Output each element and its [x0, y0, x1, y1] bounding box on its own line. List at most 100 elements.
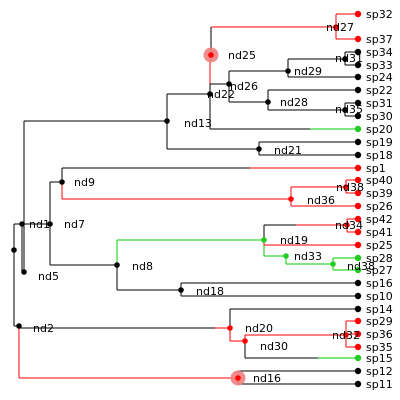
tip-dot-sp19: [354, 138, 362, 146]
tip-label-sp32: sp32: [366, 8, 393, 21]
tip-dot-sp11: [354, 380, 362, 388]
node-label-nd5: nd5: [38, 270, 59, 283]
node-label-nd8: nd8: [132, 260, 153, 273]
node-dot-nd29: [285, 68, 291, 74]
node-dot-root: [11, 247, 17, 253]
tip-label-sp29: sp29: [366, 315, 393, 328]
node-label-nd33: nd33: [294, 250, 322, 263]
node-dot-nd34: [344, 222, 350, 228]
node-label-nd38: nd38: [347, 260, 375, 273]
tip-label-sp35: sp35: [366, 341, 393, 354]
node-dot-nd5: [21, 269, 27, 275]
tip-label-sp30: sp30: [366, 110, 393, 123]
tip-label-sp27: sp27: [366, 264, 393, 277]
tip-label-sp22: sp22: [366, 84, 393, 97]
labels-layer: nd1nd2nd5nd7nd9nd36nd38nd8nd19nd34nd33nd…: [29, 8, 393, 391]
tip-dot-sp24: [354, 73, 362, 81]
tip-dot-sp37: [354, 35, 362, 43]
tip-label-sp10: sp10: [366, 290, 393, 303]
node-dot-nd19: [261, 237, 267, 243]
tip-dot-sp39: [354, 189, 362, 197]
node-dot-nd33: [283, 253, 289, 259]
node-label-nd38b: nd38: [336, 181, 364, 194]
node-label-nd26: nd26: [230, 80, 258, 93]
tip-label-sp14: sp14: [366, 303, 393, 316]
tip-dot-sp18: [354, 151, 362, 159]
tip-dot-sp26: [354, 202, 362, 210]
node-dot-nd8: [114, 262, 120, 268]
node-label-nd29: nd29: [294, 65, 322, 78]
node-label-nd20: nd20: [245, 322, 273, 335]
node-label-nd27: nd27: [326, 21, 354, 34]
tip-dot-sp10: [354, 292, 362, 300]
tip-dot-sp41: [354, 228, 362, 236]
tip-dot-sp15: [354, 354, 362, 362]
node-label-nd19: nd19: [280, 234, 308, 247]
node-dot-nd20: [227, 325, 233, 331]
node-label-nd36: nd36: [307, 194, 335, 207]
tip-label-sp34: sp34: [366, 46, 393, 59]
tip-label-sp25: sp25: [366, 239, 393, 252]
tip-dot-sp27: [354, 266, 362, 274]
node-dot-nd22: [207, 91, 213, 97]
tip-label-sp39: sp39: [366, 187, 393, 200]
node-dot-nd30: [242, 338, 248, 344]
node-label-nd7: nd7: [64, 218, 85, 231]
tip-dot-sp34: [354, 48, 362, 56]
node-dot-nd32: [343, 332, 349, 338]
node-label-nd22: nd22: [207, 88, 235, 101]
node-label-nd28: nd28: [280, 96, 308, 109]
node-label-nd1: nd1: [29, 218, 50, 231]
tip-label-sp33: sp33: [366, 59, 393, 72]
tip-dot-sp14: [354, 305, 362, 313]
tip-dot-sp1: [354, 164, 362, 172]
tip-label-sp1: sp1: [366, 162, 386, 175]
node-label-nd32: nd32: [332, 329, 360, 342]
node-dot-nd28: [265, 99, 271, 105]
tip-label-sp40: sp40: [366, 174, 393, 187]
tip-dot-sp16: [354, 279, 362, 287]
tip-dot-sp30: [354, 112, 362, 120]
tip-dot-sp33: [354, 61, 362, 69]
node-dot-nd38b: [343, 184, 349, 190]
tip-dot-sp42: [354, 215, 362, 223]
node-label-nd25: nd25: [228, 49, 256, 62]
node-dot-nd13: [164, 118, 170, 124]
node-dot-nd18: [178, 287, 184, 293]
tip-label-sp12: sp12: [366, 365, 393, 378]
tip-label-sp20: sp20: [366, 123, 393, 136]
tip-label-sp42: sp42: [366, 213, 393, 226]
tip-dot-sp20: [354, 125, 362, 133]
tip-label-sp24: sp24: [366, 71, 393, 84]
node-dot-nd27: [333, 24, 339, 30]
node-label-nd16: nd16: [253, 372, 281, 385]
node-label-nd34: nd34: [335, 219, 363, 232]
node-dot-nd38: [330, 261, 336, 267]
node-label-nd13: nd13: [184, 117, 212, 130]
node-label-nd35: nd35: [335, 103, 363, 116]
tip-dot-sp36: [354, 330, 362, 338]
tip-label-sp16: sp16: [366, 277, 393, 290]
node-dot-nd1: [19, 221, 25, 227]
nodes-layer: [11, 10, 362, 388]
tip-label-sp18: sp18: [366, 149, 393, 162]
tip-dot-sp28: [354, 254, 362, 262]
node-dot-nd7: [47, 221, 53, 227]
node-label-nd9: nd9: [74, 176, 95, 189]
node-label-nd21: nd21: [274, 144, 302, 157]
tip-dot-sp25: [354, 241, 362, 249]
node-dot-nd9: [59, 179, 65, 185]
node-dot-nd26: [226, 81, 232, 87]
tip-label-sp37: sp37: [366, 33, 393, 46]
tip-label-sp19: sp19: [366, 136, 393, 149]
tip-dot-sp40: [354, 176, 362, 184]
node-dot-nd16: [235, 375, 241, 381]
node-dot-nd35: [342, 107, 348, 113]
tip-dot-sp12: [354, 367, 362, 375]
node-dot-nd36: [288, 196, 294, 202]
tip-label-sp15: sp15: [366, 352, 393, 365]
node-dot-nd2: [16, 323, 22, 329]
tip-dot-sp31: [354, 99, 362, 107]
